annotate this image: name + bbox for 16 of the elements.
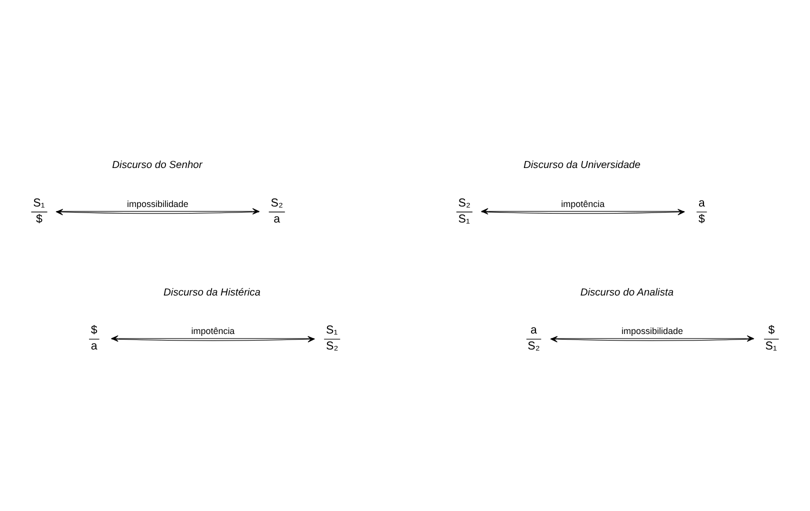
node-text: a $: [698, 196, 705, 226]
node-text: S₁ $: [33, 196, 45, 226]
node-text: $ S₁: [765, 324, 777, 352]
node-text: $ a: [90, 324, 98, 352]
label: Discurso da Universidade: [523, 160, 640, 171]
label: Discurso da Histérica: [164, 286, 260, 298]
node-text: S₂ S₁: [458, 196, 470, 226]
label: Discurso do Analista: [580, 286, 674, 298]
node-text: S₁ S₂: [326, 324, 338, 352]
edge-label: impossibilidade: [622, 326, 683, 336]
label: Discurso do Senhor: [112, 160, 202, 171]
node-text: a S₂: [528, 324, 540, 352]
edge-label: impotência: [191, 326, 235, 336]
edge-label: impossibilidade: [127, 198, 188, 208]
edge-label: impotência: [561, 198, 605, 208]
node-text: S₂ a: [270, 196, 283, 226]
